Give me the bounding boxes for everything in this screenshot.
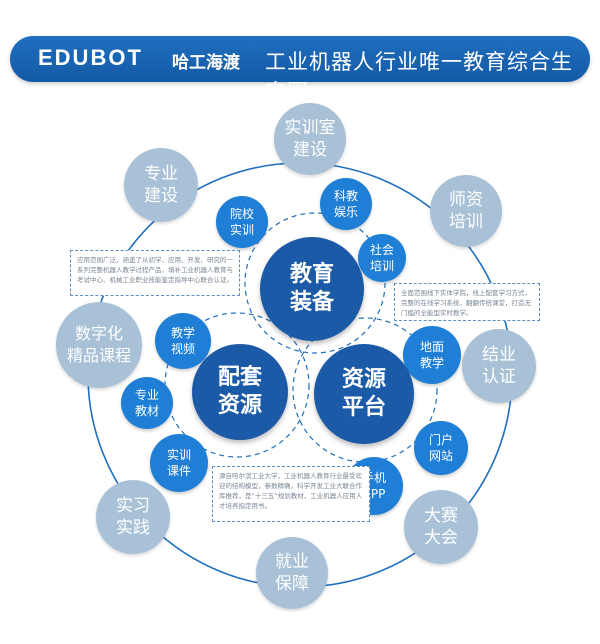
- note-education-equipment: 应用范围广泛，涵盖了从初学、应用、开发、研究的一系列完整机器人教学过程产品，填补…: [70, 250, 240, 296]
- node-textbook: 专业 教材: [121, 377, 173, 429]
- header-banner: EDUBOT 哈工海渡 工业机器人行业唯一教育综合生态圈: [10, 36, 590, 104]
- node-training-courseware: 实训 课件: [150, 434, 208, 492]
- node-digital-courses: 数字化 精品课程: [56, 302, 142, 388]
- node-certification: 结业 认证: [462, 329, 536, 403]
- header-title: 工业机器人行业唯一教育综合生态圈: [265, 50, 573, 104]
- node-teaching-video: 教学 视频: [155, 313, 211, 369]
- note-supporting-resources: 源自哈尔滨工业大学，工业机器人教育行业最受欢迎的结构模型，参数精确，科学开发工业…: [212, 466, 370, 522]
- node-portal-site: 门户 网站: [414, 421, 468, 475]
- edubot-logo: EDUBOT: [38, 45, 143, 70]
- note-resource-platform: 全面范围线下实体学院，线上配套学习方式，完整的在线学习系统，翻翻传统课堂，打造无…: [394, 283, 540, 321]
- node-training-room: 实训室 建设: [274, 103, 346, 175]
- node-sci-edu-entertainment: 科教 娱乐: [320, 178, 372, 230]
- node-supporting-resources: 配套 资源: [192, 344, 288, 440]
- node-school-training: 院校 实训: [216, 196, 268, 248]
- node-resource-platform: 资源 平台: [314, 344, 414, 444]
- node-education-equipment: 教育 装备: [260, 237, 364, 341]
- brand-name: 哈工海渡: [172, 53, 240, 73]
- node-teacher-training: 师资 培训: [430, 175, 502, 247]
- node-onsite-teaching: 地面 教学: [403, 326, 461, 384]
- node-major-building: 专业 建设: [124, 148, 198, 222]
- node-competition: 大赛 大会: [404, 490, 478, 564]
- node-internship: 实习 实践: [96, 480, 170, 554]
- node-social-training: 社会 培训: [358, 234, 406, 282]
- node-employment: 就业 保障: [256, 537, 328, 609]
- equipment-ring: [244, 212, 386, 354]
